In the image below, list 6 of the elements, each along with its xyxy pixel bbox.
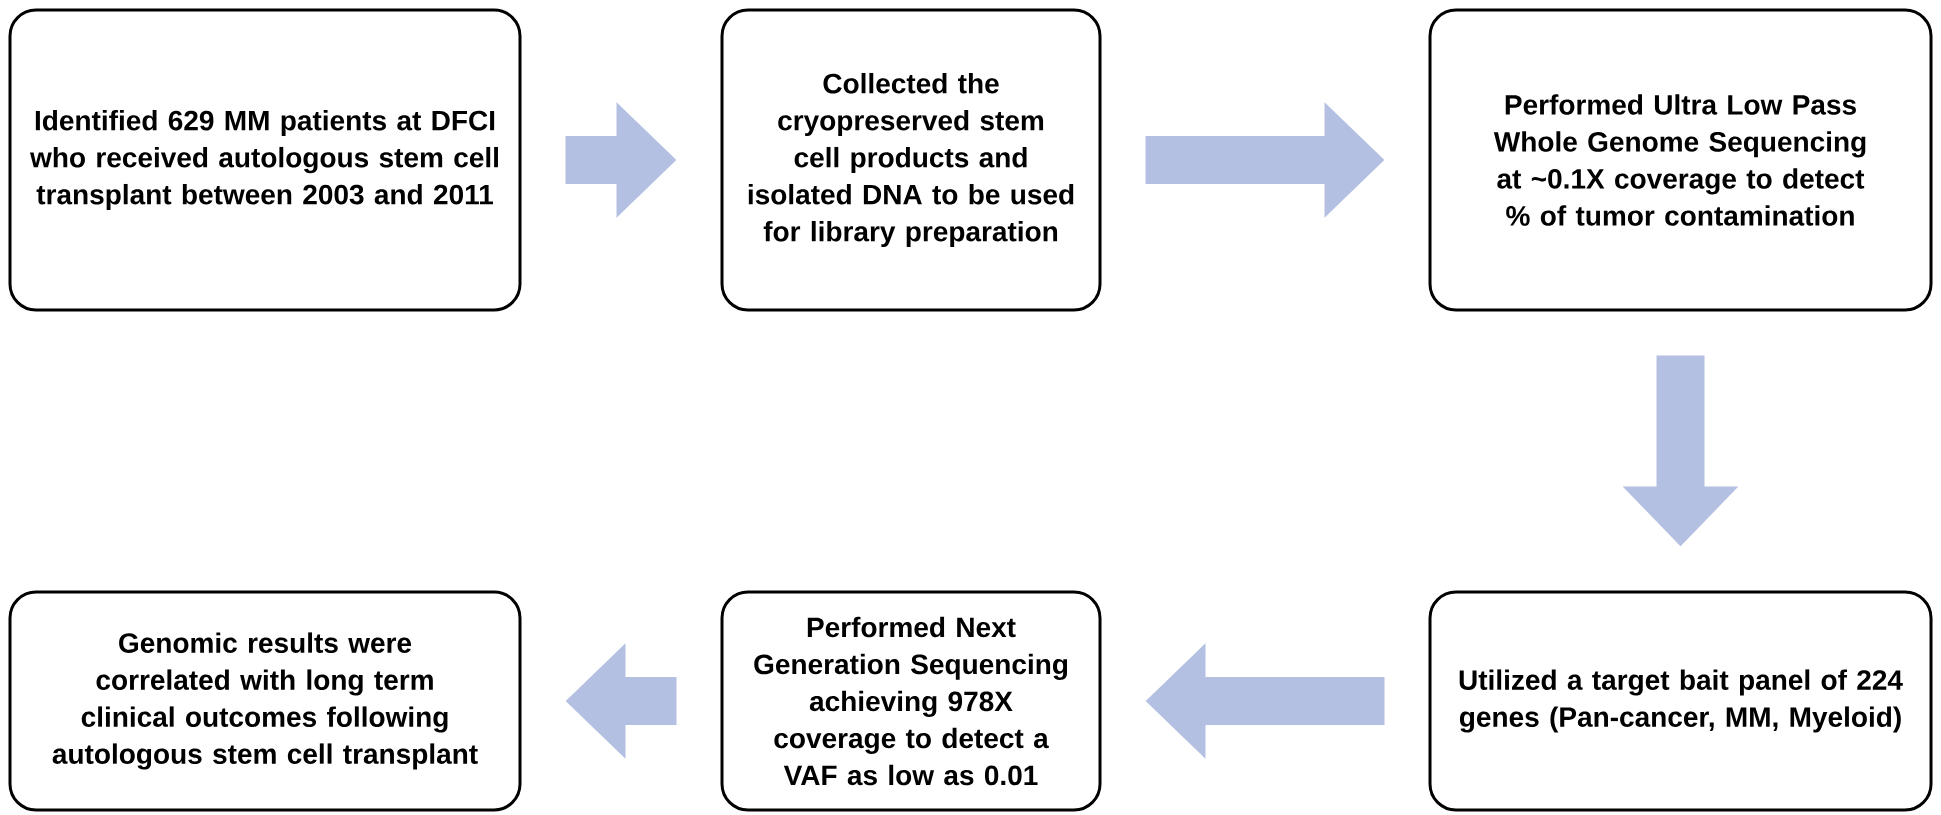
process-box: Collected the cryopreserved stem cell products and isolated DNA to be used for library preparation <box>720 8 1102 312</box>
process-box: Identified 629 MM patients at DFCI who received autologous stem cell transplant between 2003 and 2011 <box>8 8 522 312</box>
process-box: Genomic results were correlated with long term clinical outcomes following autologous stem cell transplant <box>8 590 522 812</box>
process-box: Utilized a target bait panel of 224 genes (Pan-cancer, MM, Myeloid) <box>1428 590 1933 812</box>
process-box: Performed Ultra Low Pass Whole Genome Sequencing at ~0.1X coverage to detect % of tumor contamination <box>1428 8 1933 312</box>
process-box: Performed Next Generation Sequencing achieving 978X coverage to detect a VAF as low as 0.01 <box>720 590 1102 812</box>
